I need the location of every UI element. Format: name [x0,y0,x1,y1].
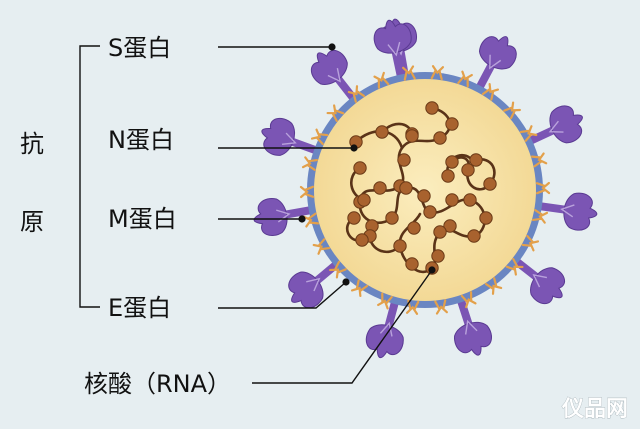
rna-bead [347,211,361,225]
label-e-protein: E蛋白 [108,294,171,322]
spike-protein [527,105,583,145]
membrane-protein [535,181,551,195]
pointer-e-protein [218,281,347,309]
label-antigen-2: 原 [20,208,44,236]
rna-bead [405,257,419,271]
spike-protein [288,261,340,309]
membrane-protein [460,291,477,309]
membrane-protein [503,101,521,120]
rna-bead [417,189,431,203]
rna-bead [463,193,477,207]
membrane-protein [377,292,393,310]
rna-bead [445,155,459,169]
spike-protein [454,297,493,356]
membrane-protein [434,299,448,315]
spike-protein [373,19,412,79]
membrane-protein [521,234,540,252]
membrane-protein [373,71,390,89]
rna-bead [479,211,493,225]
membrane-protein [299,185,315,199]
rna-bead [431,249,445,263]
antigen-bracket [79,45,100,308]
rna-bead [445,117,459,131]
rna-bead [393,239,407,253]
rna-bead [355,233,369,247]
rna-bead [407,221,421,235]
membrane-protein [484,277,503,295]
pointer-rna [252,269,433,384]
rna-bead [445,193,459,207]
rna-bead [385,211,399,225]
rna-bead [405,129,419,143]
rna-bead [483,177,497,191]
membrane-protein [481,82,500,101]
rna-bead [433,131,447,145]
label-antigen-1: 抗 [20,130,44,158]
membrane-protein [347,85,366,103]
rna-bead [423,205,437,219]
rna-bead [461,163,475,177]
membrane-protein [505,258,524,276]
rna-bead [373,181,387,195]
pointer-dots [298,43,436,286]
label-s-protein: S蛋白 [108,34,171,62]
rna-genome [345,101,497,275]
rna-bead [353,161,367,175]
rna-bead [357,193,371,207]
spike-protein [537,192,598,231]
spike-protein [310,49,357,102]
label-nucleic-acid: 核酸（RNA） [84,370,231,398]
membrane-proteins [299,65,551,315]
spike-protein [253,197,313,236]
membrane-protein [519,125,538,142]
membrane-protein [531,209,549,224]
rna-beads [347,101,497,275]
rna-bead [441,169,455,183]
spike-proteins [253,18,598,359]
membrane-protein [312,238,331,255]
membrane-protein [302,212,320,228]
membrane-protein [350,279,369,298]
rna-bead [399,181,413,195]
spike-protein [513,258,566,305]
rna-bead [433,225,447,239]
pointer-lines [79,45,433,384]
rna-bead [467,229,481,243]
membrane-protein [310,128,329,146]
spike-protein [476,36,517,91]
membrane-protein [457,70,473,88]
label-m-protein: M蛋白 [108,205,177,233]
rna-bead [443,219,457,233]
rna-bead [425,101,439,115]
membrane-protein [530,152,548,168]
rna-bead [375,125,389,139]
membrane-protein [402,65,416,81]
spike-protein [261,117,319,156]
rna-bead [469,153,483,167]
membrane-protein [326,104,345,122]
membrane-protein [329,260,347,279]
watermark: 仪品网 [561,397,628,422]
label-n-protein: N蛋白 [108,126,174,154]
rna-bead [397,153,411,167]
membrane-protein [430,65,445,81]
membrane-protein [301,156,319,171]
